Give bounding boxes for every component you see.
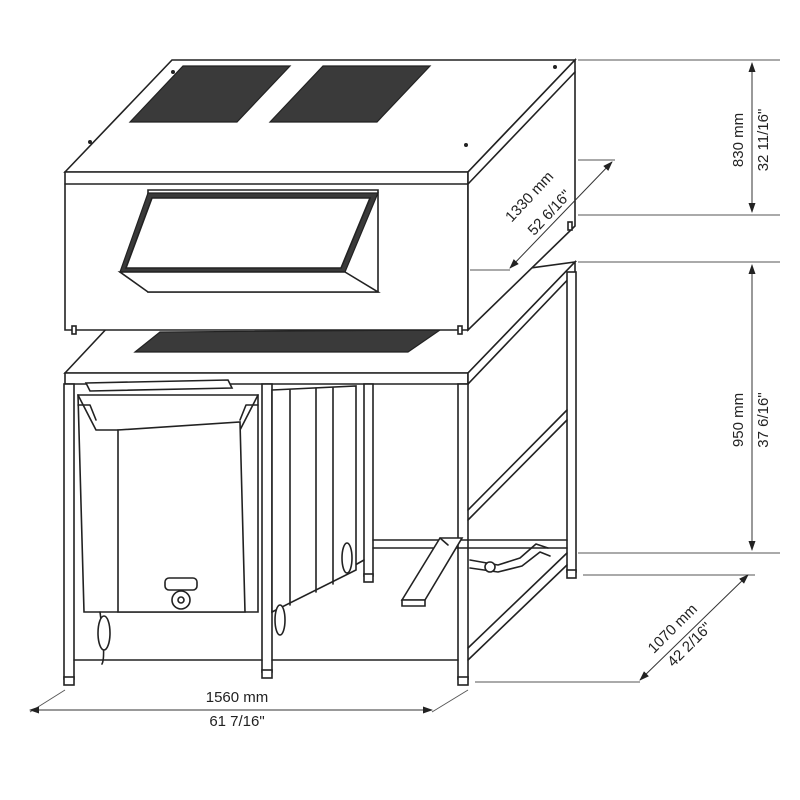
depth-dimension-line (639, 574, 749, 681)
hood-height-metric-label: 830 mm (730, 113, 747, 167)
base-height-imperial-label: 37 6/16" (755, 392, 772, 447)
trolley-back (271, 385, 357, 636)
hood-unit (63, 58, 577, 335)
back-right-leg (566, 271, 577, 573)
drip-tray-and-hose (400, 537, 551, 607)
hood-depth-dimension-line (509, 161, 613, 269)
front-middle-leg (261, 383, 273, 673)
back-middle-leg (363, 383, 374, 577)
front-left-leg (63, 383, 75, 680)
dimension-lines (29, 59, 780, 714)
hood-top-panel-right (268, 65, 432, 123)
width-metric-label: 1560 mm (206, 689, 269, 706)
base-height-metric-label: 950 mm (730, 393, 747, 447)
trolley-left (77, 379, 259, 665)
tabletop-opening (133, 329, 442, 353)
hood-height-imperial-label: 32 11/16" (755, 109, 772, 172)
hood-top-panel-left (128, 65, 292, 123)
width-imperial-label: 61 7/16" (209, 713, 264, 730)
front-right-leg (457, 383, 469, 680)
